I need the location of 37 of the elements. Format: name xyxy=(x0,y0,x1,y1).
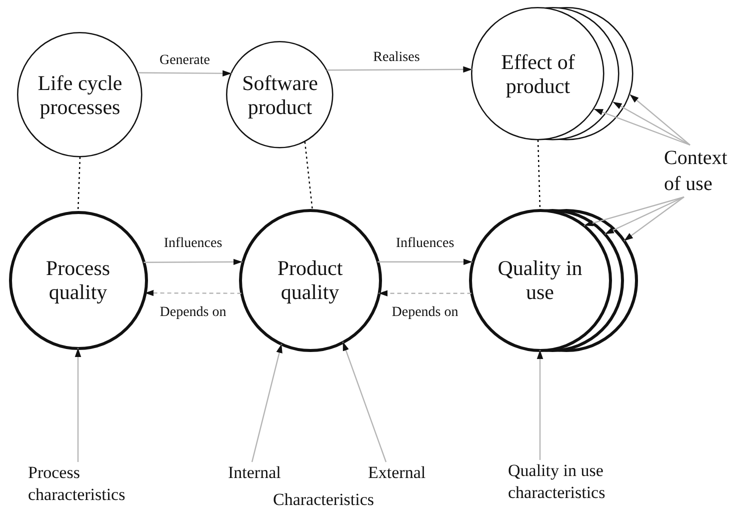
circle-label: Product quality xyxy=(276,256,344,304)
arrow xyxy=(624,196,684,242)
edge-label: Depends on xyxy=(158,305,228,322)
circle-label: Effect of product xyxy=(500,50,576,98)
edge-label: Depends on xyxy=(390,305,460,322)
group-label: Characteristics xyxy=(273,490,374,510)
caption-text: External xyxy=(368,462,448,484)
arrow xyxy=(629,94,690,146)
arrow xyxy=(584,196,684,226)
caption-text: Process characteristics xyxy=(28,462,163,506)
arrow xyxy=(612,101,690,146)
arrow xyxy=(144,258,242,266)
caption-text: Quality in use characteristics xyxy=(508,460,648,504)
arrow xyxy=(378,258,472,266)
caption-text: Internal xyxy=(228,462,303,484)
caption-text: Context of use xyxy=(664,145,744,197)
stacked-circles xyxy=(471,7,634,141)
arrow xyxy=(251,344,282,462)
arrow xyxy=(604,196,684,235)
arrow xyxy=(138,70,232,77)
stacked-circles xyxy=(468,208,638,352)
circle xyxy=(8,210,148,350)
circle-label: Software product xyxy=(241,70,319,120)
circle xyxy=(238,208,382,352)
circle-label: Process quality xyxy=(44,256,112,304)
circle xyxy=(17,32,143,158)
arrow xyxy=(536,350,544,460)
arrow xyxy=(378,290,472,296)
arrow xyxy=(342,342,387,462)
circle-label: Life cycle processes xyxy=(36,70,124,120)
arrow xyxy=(144,290,242,296)
arrow xyxy=(326,66,472,73)
arrow xyxy=(74,348,82,462)
arrow xyxy=(594,108,690,146)
circle-label: Quality in use xyxy=(496,256,584,304)
dotted-line xyxy=(304,142,314,210)
circle xyxy=(226,41,334,149)
